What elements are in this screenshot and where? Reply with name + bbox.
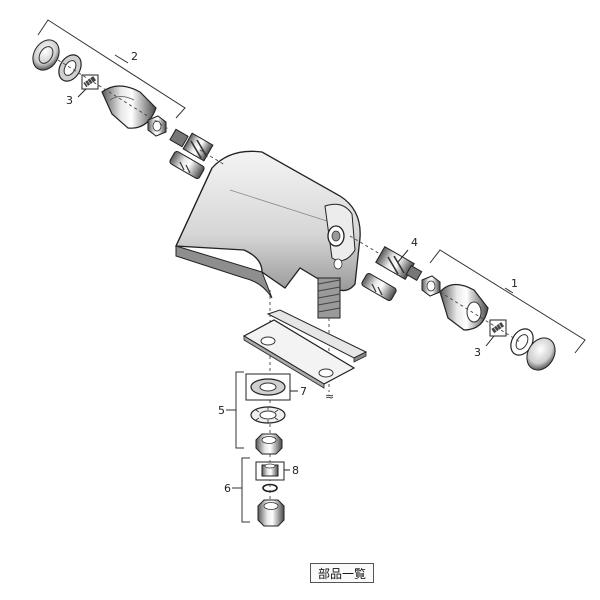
cap-right bbox=[526, 337, 556, 371]
callout-7: 7 bbox=[300, 385, 307, 398]
lock-washer bbox=[250, 406, 286, 424]
callout-1: 1 bbox=[511, 277, 518, 290]
nut-right bbox=[421, 275, 441, 297]
callout-3-right: 3 bbox=[474, 346, 481, 359]
o-ring bbox=[262, 483, 278, 493]
callout-4: 4 bbox=[411, 236, 418, 249]
fitting-8 bbox=[255, 461, 290, 481]
handle-left bbox=[101, 85, 157, 129]
mounting-stud bbox=[317, 277, 341, 319]
hex-nut-5 bbox=[255, 433, 283, 455]
parts-list-button[interactable]: 部品一覧 bbox=[310, 563, 374, 583]
callout-4-leader bbox=[397, 249, 409, 263]
handle-right bbox=[439, 283, 489, 331]
screw-right bbox=[485, 319, 507, 347]
group-bracket-1 bbox=[429, 249, 586, 354]
cap-left bbox=[32, 39, 60, 71]
break-mark: ≈ bbox=[325, 390, 334, 403]
group-bracket-6 bbox=[232, 457, 250, 523]
check-valve-left bbox=[169, 151, 205, 179]
base-plate bbox=[242, 319, 356, 389]
nut-left bbox=[147, 115, 167, 137]
callout-8: 8 bbox=[292, 464, 299, 477]
cartridge-left bbox=[169, 128, 214, 162]
callout-6: 6 bbox=[224, 482, 231, 495]
hex-nut-6 bbox=[257, 499, 285, 527]
group-bracket-5 bbox=[226, 371, 244, 449]
group-bracket-2 bbox=[37, 19, 186, 119]
screw-left bbox=[77, 74, 99, 98]
washer-right bbox=[510, 328, 534, 356]
faucet-body bbox=[175, 150, 361, 299]
callout-3-left: 3 bbox=[66, 94, 73, 107]
check-valve-right bbox=[361, 273, 397, 301]
callout-2: 2 bbox=[131, 50, 138, 63]
washer-7 bbox=[245, 373, 298, 401]
cartridge-right bbox=[375, 246, 423, 282]
gasket-plate bbox=[266, 309, 368, 363]
callout-5: 5 bbox=[218, 404, 225, 417]
